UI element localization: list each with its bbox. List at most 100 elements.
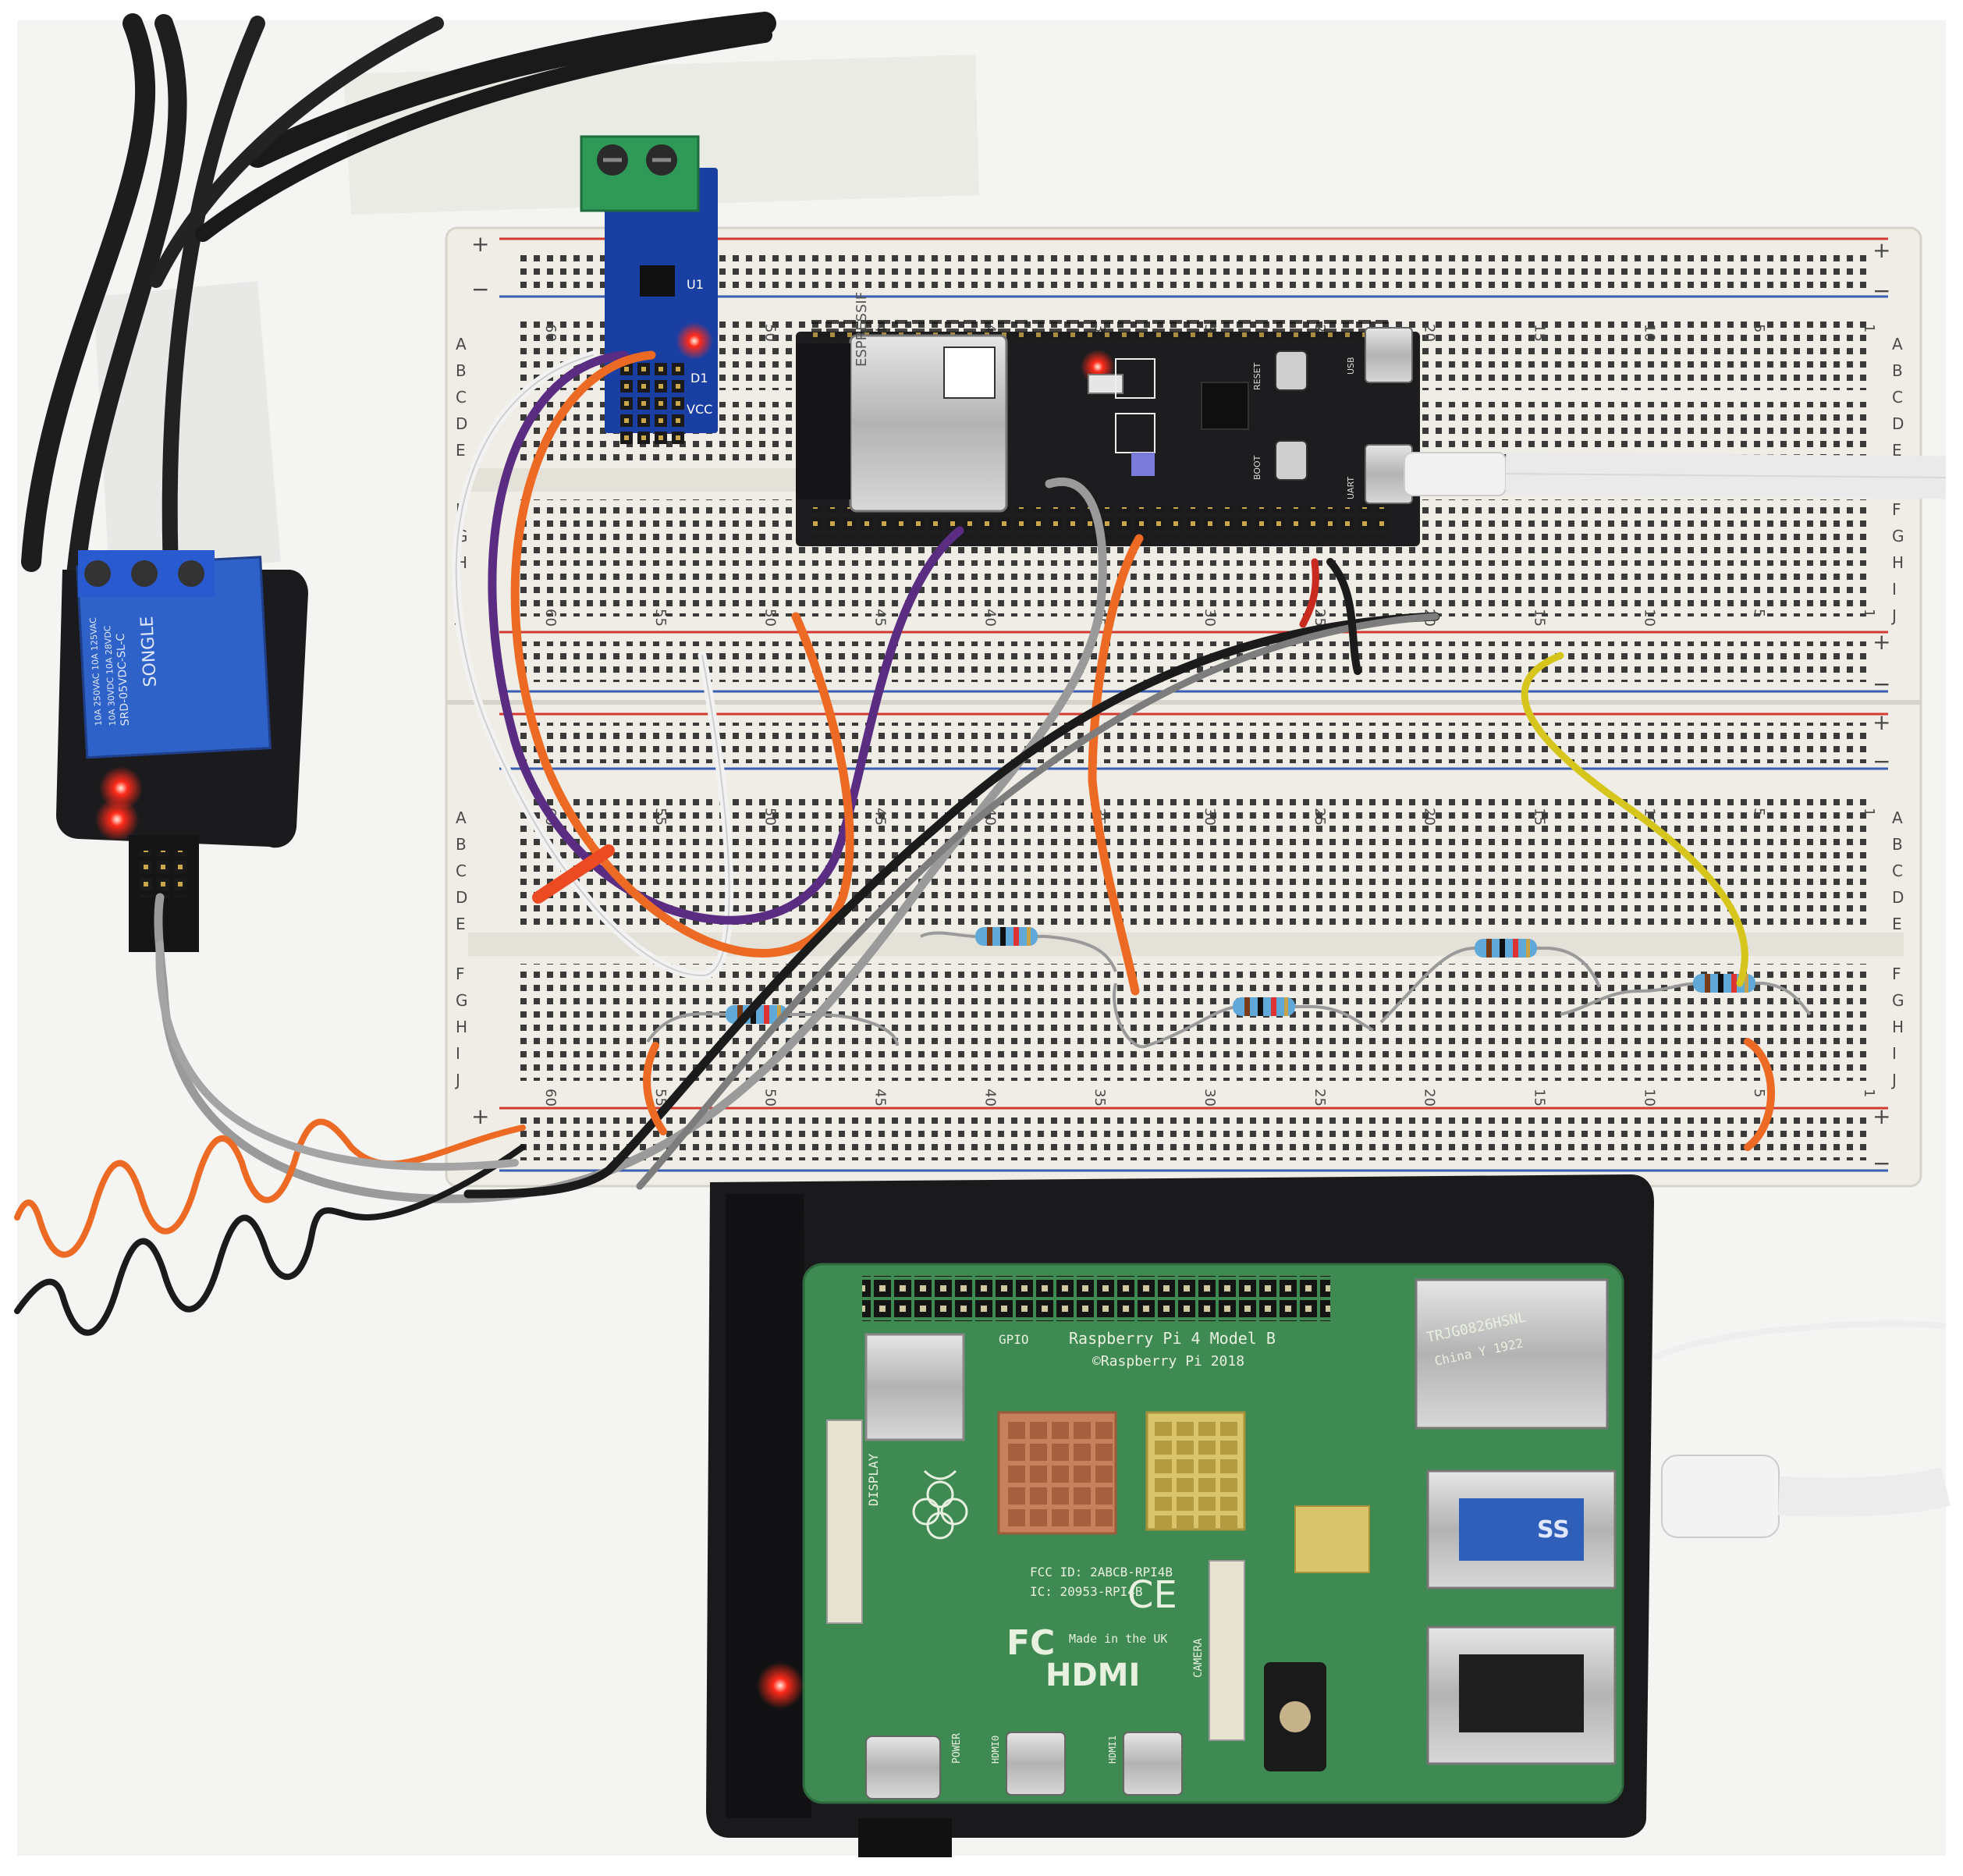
heatsink-fin [1008,1487,1025,1505]
column-number: 5 [1751,808,1767,816]
sensor-vcc-label: VCC [687,402,712,417]
heatsink-fin [1220,1441,1237,1455]
row-letter: F [1892,500,1901,519]
screw-terminal [580,135,700,212]
heatsink-fin [1198,1459,1216,1473]
esp32-reset-button[interactable] [1275,350,1308,391]
column-number: 30 [1202,808,1218,826]
row-letter: J [454,1071,460,1089]
pi-power-led [757,1662,804,1709]
column-number: 1 [1861,1089,1877,1097]
row-letter: I [456,1044,460,1063]
row-letter: E [456,441,466,460]
wire-orange [1744,1038,1775,1151]
column-number: 1 [1861,324,1877,332]
rail-plus-label: + [471,231,489,257]
column-number: 20 [1422,324,1438,342]
esp32-boot-button[interactable] [1275,440,1308,481]
column-number: 50 [762,1089,779,1107]
row-letter: I [1892,1044,1897,1063]
sensor-led [676,322,713,360]
wire-orange [643,1042,667,1135]
row-letter: A [456,335,467,354]
column-number: 30 [1202,609,1218,627]
row-letter: D [1892,414,1904,433]
column-number: 15 [1532,1089,1548,1107]
esp32-usb-label: USB [1346,357,1356,375]
heatsink-fin [1074,1422,1091,1439]
heatsink-fin [1052,1422,1069,1439]
row-letter: A [456,808,467,827]
row-letter: J [1890,1071,1897,1089]
wire-black [463,612,1440,1199]
heatsink-fin [1095,1444,1113,1461]
column-number: 10 [1641,1089,1657,1107]
heatsink-fin [1052,1487,1069,1505]
heatsink-fin [1177,1497,1194,1511]
resistors [646,927,1812,1049]
row-letter: B [456,361,467,380]
power-rail-middle [446,631,1921,770]
pi-ethernet-port[interactable] [1415,1278,1609,1430]
wire-grey [154,478,1107,1203]
rail-plus-label: + [1872,237,1890,263]
resistor [1113,982,1374,1049]
small-heatsink [1294,1505,1370,1573]
power-label: POWER [951,1733,963,1764]
heatsink-fin [1095,1509,1113,1526]
heatsink-fin [1155,1497,1172,1511]
heatsink-fin [1220,1497,1237,1511]
row-letter: E [456,915,466,933]
pi-hdmi0-port[interactable] [1006,1732,1066,1796]
heatsink-fin [1030,1422,1047,1439]
esp32-boot-label: BOOT [1252,455,1262,480]
rail-minus-label: − [471,276,489,302]
row-letter: I [1892,580,1897,599]
column-number: 25 [1312,808,1328,826]
column-number: 10 [1641,609,1657,627]
column-number: 55 [652,808,669,826]
relay-led [95,798,139,841]
usb-cable-esp32 [1404,452,1947,499]
heatsink-fin [1220,1478,1237,1492]
camera-connector [1209,1560,1245,1741]
wire-orange [510,350,854,958]
jumper-wires [14,350,1775,1336]
power-rail-bottom [499,1107,1888,1172]
heatsink-fin [1052,1444,1069,1461]
row-letter: D [456,888,467,907]
gpio-label: GPIO [999,1332,1029,1347]
pi-wifi-shield [864,1333,965,1441]
heatsink-fin [1008,1509,1025,1526]
column-number: 45 [872,609,889,627]
resistor [1379,939,1601,1024]
column-number: 60 [542,324,559,342]
column-number: 60 [542,609,559,627]
heatsink-fin [1198,1422,1216,1436]
hdmi-logo: HDMI [1045,1657,1140,1693]
heatsink-fin [1177,1441,1194,1455]
relay-model: SRD-05VDC-SL-C [115,633,132,727]
usb3-label: SS [1537,1516,1570,1544]
esp32-brand-text: ESPRESSIF [854,292,870,367]
pi-hdmi1-port[interactable] [1123,1732,1183,1796]
wire-grey [636,613,1439,1190]
display-port-label: DISPLAY [866,1453,881,1506]
esp32-usb-port[interactable] [1365,327,1413,383]
heatsink-fin [1220,1515,1237,1530]
rail-minus-label: − [1872,1150,1890,1176]
rail-plus-label: + [1872,629,1890,655]
row-letter: J [1890,606,1897,625]
row-letter: C [456,862,467,880]
row-letter: C [1892,388,1903,407]
heatsink-fin [1074,1444,1091,1461]
current-sensor-module: U1 D1 VCC [580,135,718,445]
display-connector [826,1419,863,1624]
heatsink-fin [1155,1478,1172,1492]
heatsink-fin [1030,1509,1047,1526]
wire-grey [155,940,519,1171]
column-number: 40 [981,1089,998,1107]
gpio-header[interactable] [862,1276,1330,1321]
pi-usbc-power-port[interactable] [865,1736,941,1800]
column-numbers: 6055504540353025201510516055504540353025… [542,324,1877,1107]
